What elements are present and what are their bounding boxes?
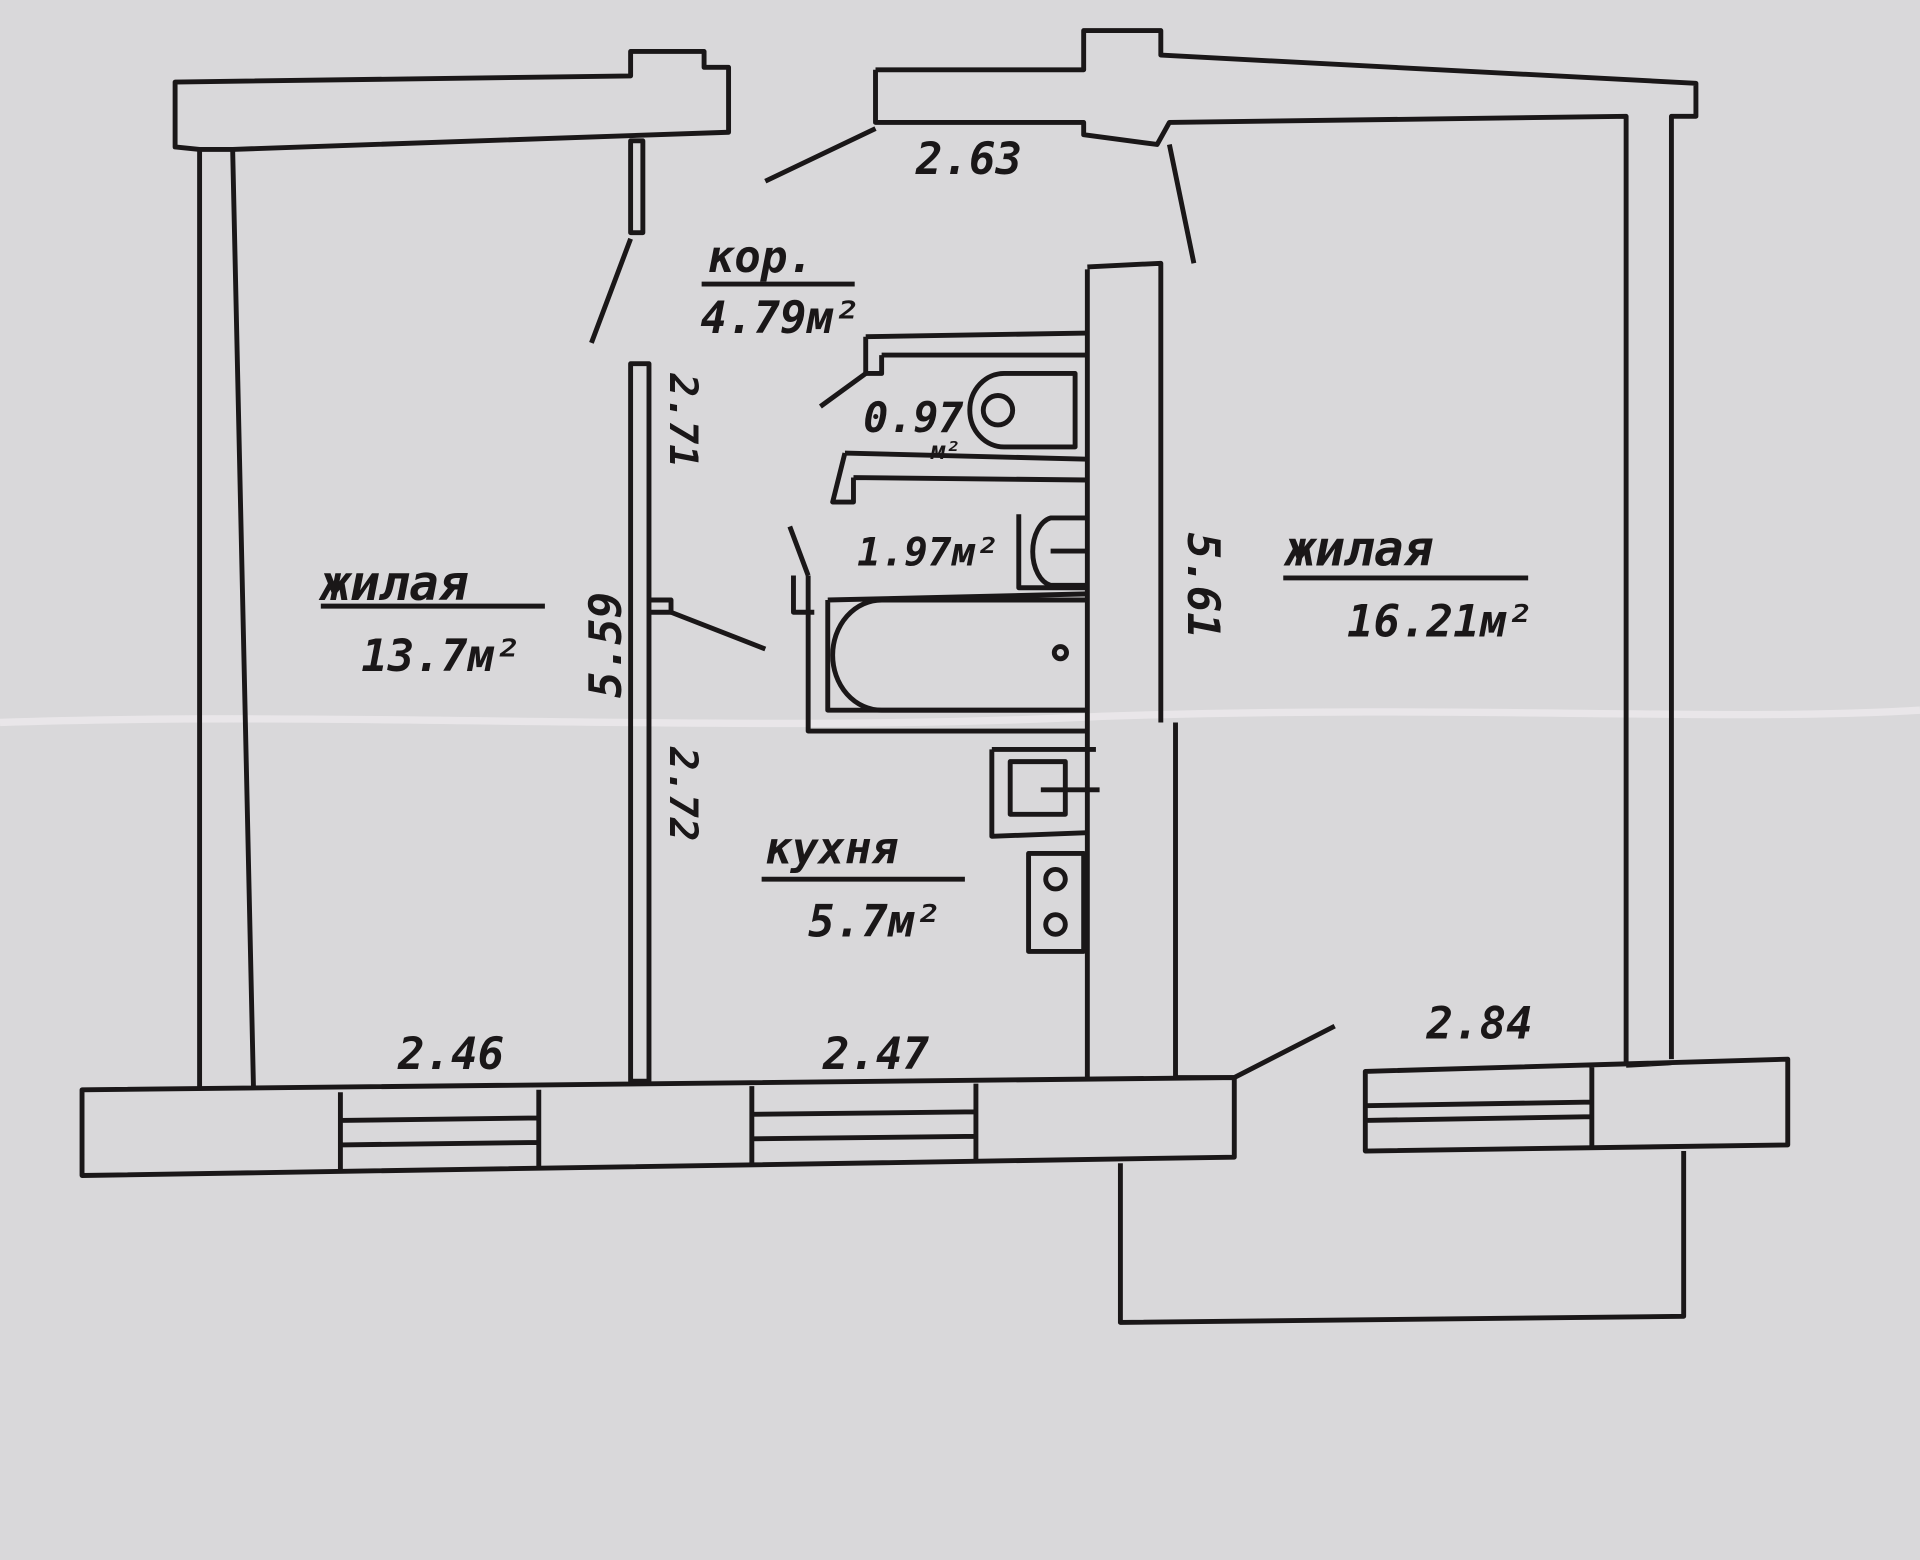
toilet-fixture — [967, 371, 1078, 450]
toilet-walls — [830, 330, 1088, 505]
bathroom-walls — [791, 575, 1088, 734]
wall-top-right — [873, 28, 1699, 1066]
wall-bottom — [79, 1075, 1237, 1178]
wall-left — [197, 149, 256, 1090]
kitchen-sink — [989, 746, 1100, 839]
dimension-kitchen-bottom: 2.47 — [822, 1029, 930, 1080]
room-label-corridor: кор. — [708, 232, 814, 283]
dimension-corridor-top: 2.63 — [915, 134, 1022, 185]
wall-top-left — [172, 48, 732, 152]
washbasin — [1016, 514, 1088, 591]
wall-center — [1084, 260, 1235, 1080]
wall-bottom-right — [1362, 1056, 1791, 1154]
room-area-toilet: 0.97 — [863, 393, 963, 442]
room-label-kitchen: кухня — [765, 823, 898, 874]
door-swings — [589, 126, 1336, 1080]
stove-burner-icon — [1043, 866, 1068, 892]
dimension-left-height: 5.59 — [581, 592, 632, 698]
dimension-right-bottom: 2.84 — [1426, 998, 1533, 1049]
toilet-bowl-icon — [980, 393, 1016, 428]
room-label-living-left: жилая — [318, 555, 469, 612]
room-area-toilet-unit: м² — [930, 436, 960, 465]
dimension-partition-upper: 2.71 — [660, 372, 705, 467]
room-area-corridor: 4.79м² — [700, 293, 859, 344]
bathtub-drain-icon — [1051, 644, 1069, 662]
room-area-bathroom: 1.97м² — [857, 531, 999, 576]
dimension-partition-lower: 2.72 — [660, 746, 705, 841]
window-kitchen — [749, 1083, 979, 1164]
room-label-living-right: жилая — [1283, 521, 1434, 578]
dimension-right-height: 5.61 — [1177, 533, 1228, 639]
window-left — [337, 1089, 542, 1170]
stove — [1026, 851, 1087, 954]
stove-burner-icon — [1043, 912, 1068, 937]
wall-stub — [628, 138, 646, 236]
partition-left-kitchen — [628, 361, 674, 1084]
balcony — [1117, 1151, 1687, 1325]
paper-fold — [0, 706, 1920, 728]
room-area-kitchen: 5.7м² — [808, 897, 941, 948]
room-area-living-left: 13.7м² — [361, 631, 520, 682]
room-area-living-right: 16.21м² — [1347, 597, 1533, 648]
dimension-left-bottom: 2.46 — [397, 1029, 504, 1080]
bathtub — [830, 597, 1088, 713]
